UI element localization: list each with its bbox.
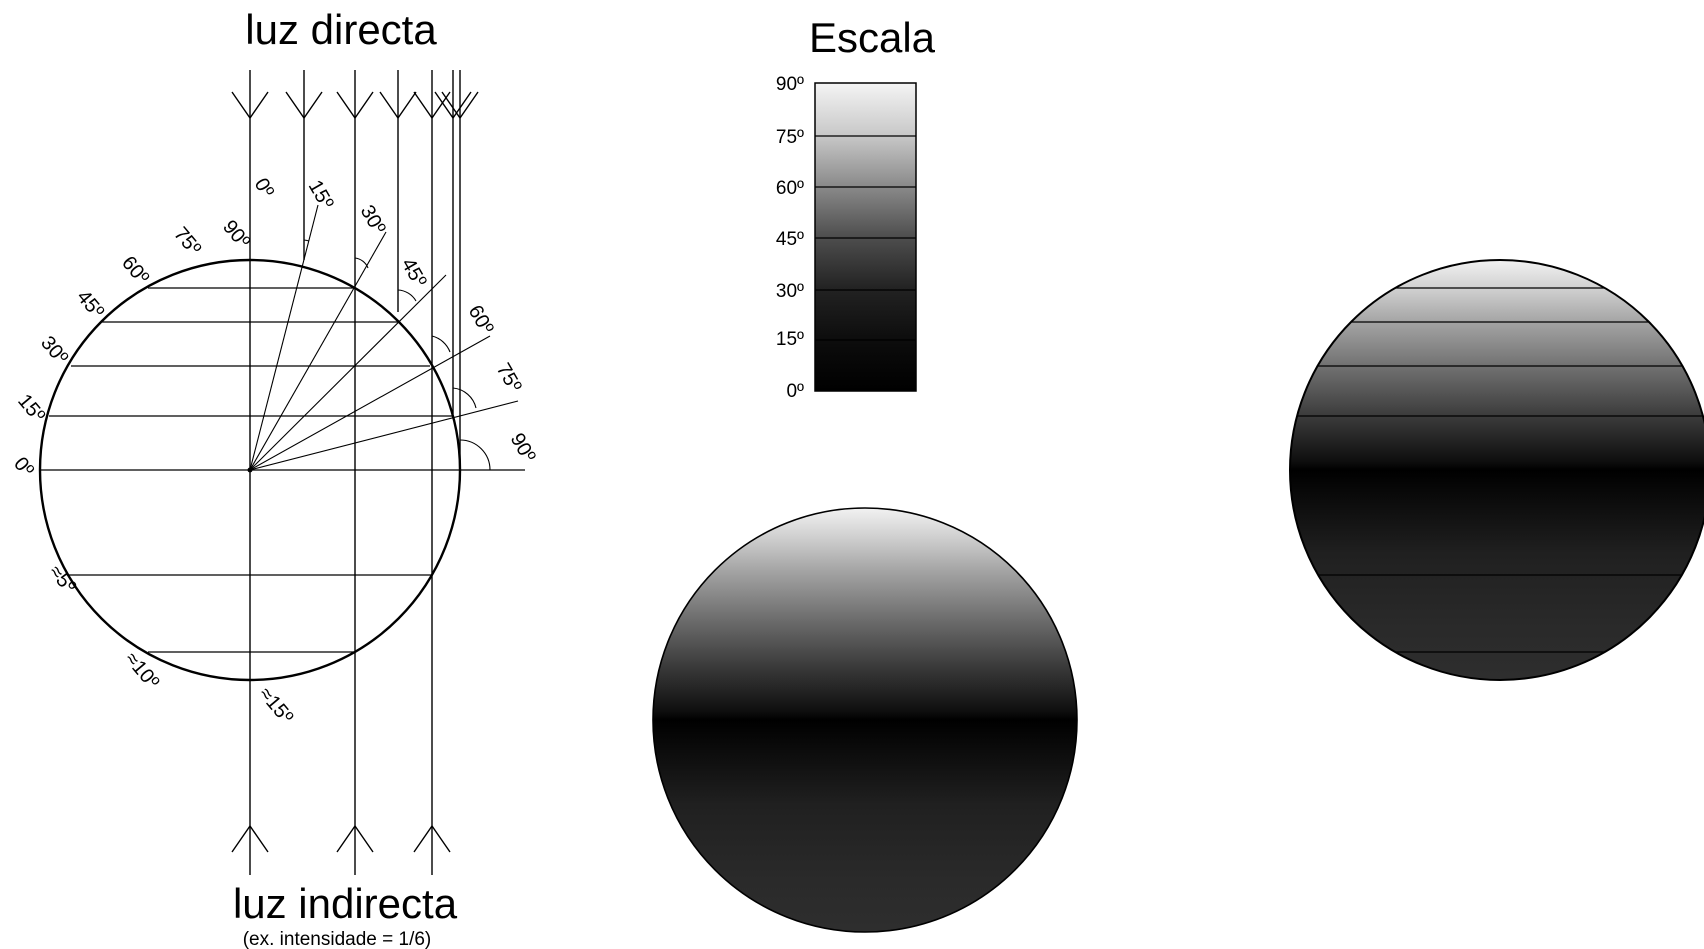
light-construction-diagram: [38, 70, 525, 875]
contour-angle-label: 30º: [36, 332, 72, 369]
contour-angle-label: 0º: [9, 453, 38, 482]
contour-angle-label: ≈10º: [120, 648, 163, 694]
scale-tick-label: 45º: [776, 229, 804, 250]
contour-angle-label: 15º: [13, 390, 49, 427]
ray-angle-labels: 0º 15º 30º 45º 60º 75º 90º: [250, 175, 540, 467]
scale-bar: [814, 82, 917, 392]
contour-angle-label: 45º: [72, 286, 108, 323]
ray-angle-label: 30º: [356, 202, 390, 239]
shaded-sphere-smooth: [652, 507, 1078, 933]
contour-lines: [40, 287, 525, 653]
contour-angle-label: 60º: [117, 252, 153, 289]
sphere-outline: [38, 258, 462, 682]
scale-dividers: [815, 135, 916, 341]
ray-angle-label: 45º: [397, 255, 431, 292]
indirect-light-subtitle: (ex. intensidade = 1/6): [243, 929, 432, 949]
ray-angle-label: 0º: [250, 175, 279, 203]
contour-angle-label: 90º: [218, 216, 254, 253]
shaded-sphere-banded: [1289, 259, 1704, 681]
angle-arcs: [303, 239, 491, 471]
ray-angle-label: 15º: [304, 177, 338, 214]
ray-angle-label: 90º: [506, 430, 540, 467]
indirect-light-title: luz indirecta: [233, 880, 458, 927]
ray-angle-label: 75º: [492, 360, 526, 397]
scale-tick-label: 0º: [786, 381, 804, 402]
scale-tick-label: 30º: [776, 281, 804, 302]
radial-normals: [249, 204, 519, 471]
direct-light-arrowheads: [231, 91, 479, 120]
ray-angle-label: 60º: [464, 302, 498, 339]
scale-tick-label: 60º: [776, 178, 804, 199]
direct-light-title: luz directa: [245, 6, 437, 53]
scale-tick-labels: 90º 75º 60º 45º 30º 15º 0º: [776, 74, 804, 402]
contour-angle-label: ≈15º: [254, 683, 297, 729]
scale-tick-label: 75º: [776, 127, 804, 148]
direct-light-rays: [249, 70, 461, 875]
tone-scale: Escala 90º 75º 60º 45º 30º 15º 0º: [776, 14, 936, 402]
indirect-light-arrowheads: [231, 824, 451, 853]
contour-angle-label: ≈5º: [44, 561, 80, 598]
scale-title: Escala: [809, 14, 936, 61]
contour-angle-label: 75º: [169, 223, 205, 260]
scale-tick-label: 15º: [776, 329, 804, 350]
scale-tick-label: 90º: [776, 74, 804, 95]
